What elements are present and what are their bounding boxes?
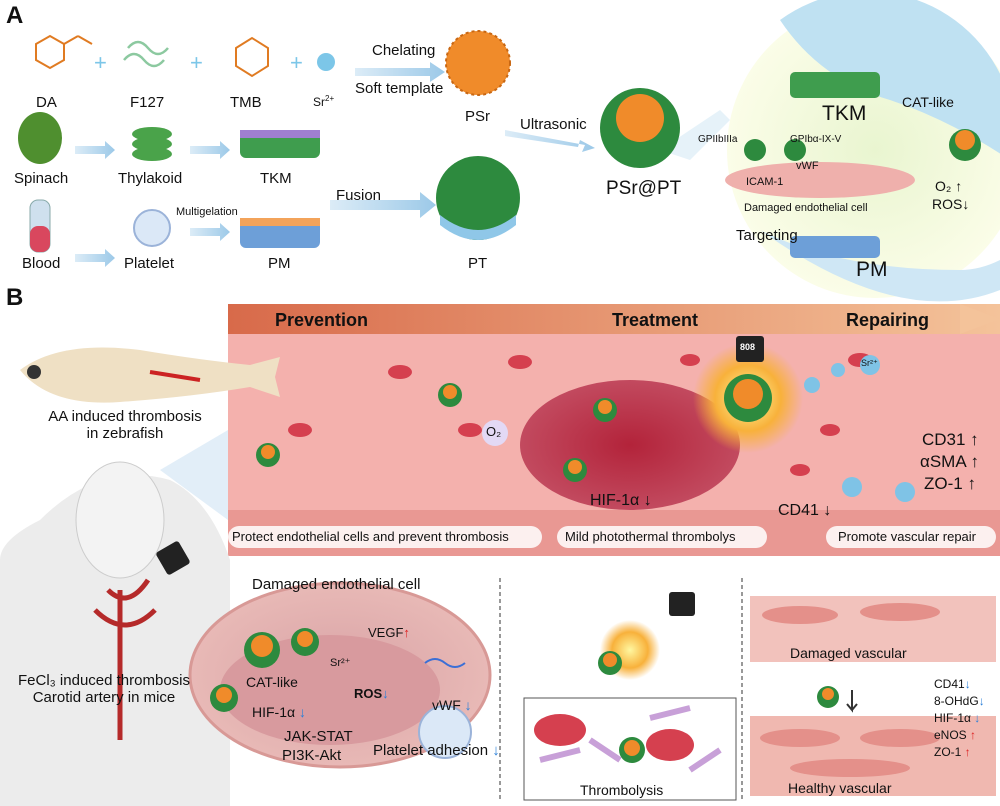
circle-targeting: Targeting	[736, 227, 798, 244]
zebrafish	[20, 347, 280, 403]
label-soft-template: Soft template	[355, 80, 444, 97]
cell-jak: JAK-STAT	[284, 728, 353, 745]
marker-enos: eNOS ↑	[934, 728, 977, 742]
f127-structure	[123, 40, 169, 68]
marker-zo1: ZO-1 ↑	[934, 745, 971, 759]
thrombolysis-label: Thrombolysis	[580, 782, 664, 798]
zebrafish-caption: AA induced thrombosis in zebrafish	[48, 408, 202, 442]
laser-label: 808	[740, 342, 756, 352]
psr-sphere	[446, 31, 510, 95]
circle-ros: ROS↓	[932, 196, 970, 212]
cell-sr: Sr²⁺	[330, 657, 351, 669]
damaged-vascular-label: Damaged vascular	[790, 645, 907, 661]
circle-cat-like: CAT-like	[902, 94, 954, 110]
label-pt: PT	[468, 255, 488, 272]
svg-text:+: +	[94, 50, 107, 75]
panel-a-label: A	[6, 2, 24, 29]
label-tmb: TMB	[230, 94, 262, 111]
caption-promote: Promote vascular repair	[838, 529, 976, 544]
vessel-sr: Sr²⁺	[861, 358, 878, 368]
arrow-fusion	[330, 192, 436, 218]
cell-platelet: Platelet adhesion ↓	[373, 742, 500, 759]
circle-gpiba: GPIbα-IX-V	[790, 134, 842, 145]
label-platelet: Platelet	[124, 255, 175, 272]
svg-text:+: +	[290, 50, 303, 75]
marker-hif: HIF-1α ↓	[934, 711, 981, 725]
phase-prevention: Prevention	[275, 310, 369, 330]
spinach-leaf	[18, 112, 62, 164]
laser-808-device	[736, 336, 764, 362]
cell-ros: ROS↓	[354, 686, 389, 701]
laser-808-small	[669, 592, 695, 616]
label-ultrasonic: Ultrasonic	[520, 116, 587, 133]
label-f127: F127	[130, 94, 165, 111]
label-tkm: TKM	[260, 170, 292, 187]
arrow-chelating	[355, 62, 445, 82]
healthy-vascular-label: Healthy vascular	[788, 780, 892, 796]
vessel-cd31: CD31 ↑	[922, 430, 979, 449]
cell-vwf: vWF ↓	[432, 697, 472, 713]
label-psr-pt: PSr@PT	[606, 178, 682, 199]
phase-arrow-band	[228, 304, 1000, 334]
vessel-zo1: ZO-1 ↑	[924, 474, 976, 493]
circle-tkm: TKM	[822, 102, 867, 125]
cell-cat: CAT-like	[246, 674, 298, 690]
pt-sphere	[436, 156, 520, 240]
caption-mild: Mild photothermal thrombolys	[565, 529, 736, 544]
dopamine-structure	[35, 34, 93, 70]
vessel-asma: αSMA ↑	[920, 452, 979, 471]
carotid-artery	[93, 578, 157, 740]
phase-treatment: Treatment	[612, 310, 699, 330]
circle-o2: O₂ ↑	[935, 178, 963, 194]
platelet	[418, 705, 472, 759]
label-multigelation: Multigelation	[176, 206, 238, 218]
phase-repairing: Repairing	[846, 310, 930, 330]
vessel-o2: O₂	[486, 424, 502, 439]
label-fusion: Fusion	[336, 187, 382, 204]
circle-damaged-cell: Damaged endothelial cell	[744, 202, 868, 214]
label-spinach: Spinach	[14, 170, 69, 187]
tmb-structure	[235, 36, 269, 78]
vessel-hif: HIF-1α ↓	[590, 492, 652, 509]
sr-ion	[317, 53, 335, 71]
cell-vegf: VEGF↑	[368, 625, 410, 640]
cell-hif: HIF-1α ↓	[252, 704, 306, 720]
label-da: DA	[36, 94, 57, 111]
label-thylakoid: Thylakoid	[118, 170, 183, 187]
label-chelating: Chelating	[372, 42, 436, 59]
cell-title: Damaged endothelial cell	[252, 576, 421, 593]
thylakoid-stack	[132, 127, 172, 161]
cell-pi3k: PI3K-Akt	[282, 747, 342, 764]
circle-pm: PM	[856, 258, 888, 281]
circle-gpiib: GPIIbIIIa	[698, 134, 738, 145]
marker-8ohdg: 8-OHdG↓	[934, 694, 985, 708]
panel-b-label: B	[6, 284, 24, 311]
repair-markers: CD41↓ 8-OHdG↓ HIF-1α ↓ eNOS ↑ ZO-1 ↑	[934, 676, 985, 761]
circle-icam: ICAM-1	[746, 176, 784, 188]
mouse-caption: FeCl₃ induced thrombosis Carotid artery …	[17, 672, 191, 706]
svg-text:+: +	[190, 50, 203, 75]
label-blood: Blood	[22, 255, 61, 272]
damaged-endothelial-cell	[725, 162, 915, 198]
label-pm: PM	[268, 255, 291, 272]
circle-vwf: vWF	[796, 160, 819, 172]
caption-protect: Protect endothelial cells and prevent th…	[232, 529, 509, 544]
label-sr: Sr2+	[313, 94, 335, 109]
marker-cd41: CD41↓	[934, 677, 971, 691]
platelet-cell	[133, 209, 171, 247]
label-psr: PSr	[465, 108, 491, 125]
laser-device	[156, 541, 190, 575]
vessel-cd41: CD41 ↓	[778, 502, 832, 519]
